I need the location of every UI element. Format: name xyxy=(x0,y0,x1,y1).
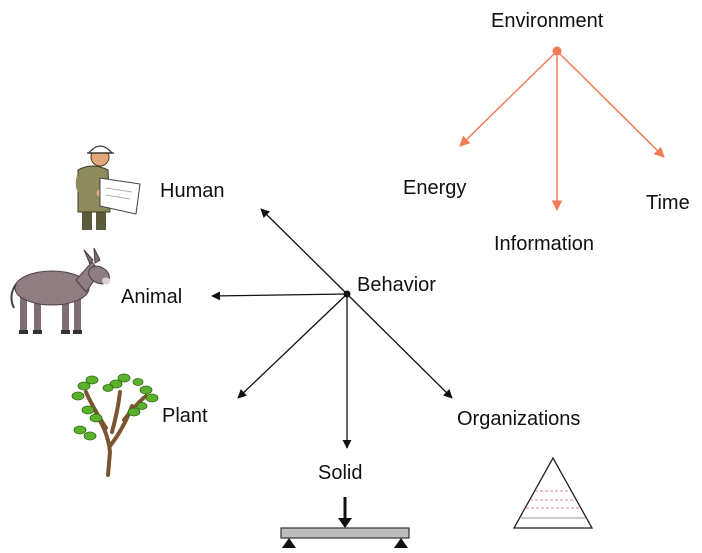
arrow-behavior-plant xyxy=(237,293,348,399)
behavior-label: Behavior xyxy=(357,274,436,296)
plant-label: Plant xyxy=(162,405,208,427)
pyramid-icon xyxy=(512,456,594,529)
organizations-label: Organizations xyxy=(457,408,580,430)
worker-icon xyxy=(75,145,141,230)
donkey-icon xyxy=(10,247,110,334)
information-label: Information xyxy=(494,233,594,255)
environment-node xyxy=(552,46,562,56)
arrow-behavior-organizations xyxy=(346,293,453,399)
animal-label: Animal xyxy=(121,286,182,308)
behavior-tree: Behavior Human Animal Plant Solid Organi… xyxy=(121,180,580,484)
solid-label: Solid xyxy=(318,462,362,484)
beam-icon xyxy=(280,497,410,548)
arrow-env-energy xyxy=(459,50,558,147)
behavior-node xyxy=(343,290,351,298)
arrow-behavior-animal xyxy=(211,291,348,301)
environment-label: Environment xyxy=(491,10,604,32)
environment-tree: Environment Energy Information Time xyxy=(403,10,690,255)
arrow-behavior-human xyxy=(260,208,348,295)
tree-icon xyxy=(71,373,159,477)
energy-label: Energy xyxy=(403,177,466,199)
time-label: Time xyxy=(646,192,690,214)
arrow-env-time xyxy=(556,50,665,158)
human-label: Human xyxy=(160,180,224,202)
